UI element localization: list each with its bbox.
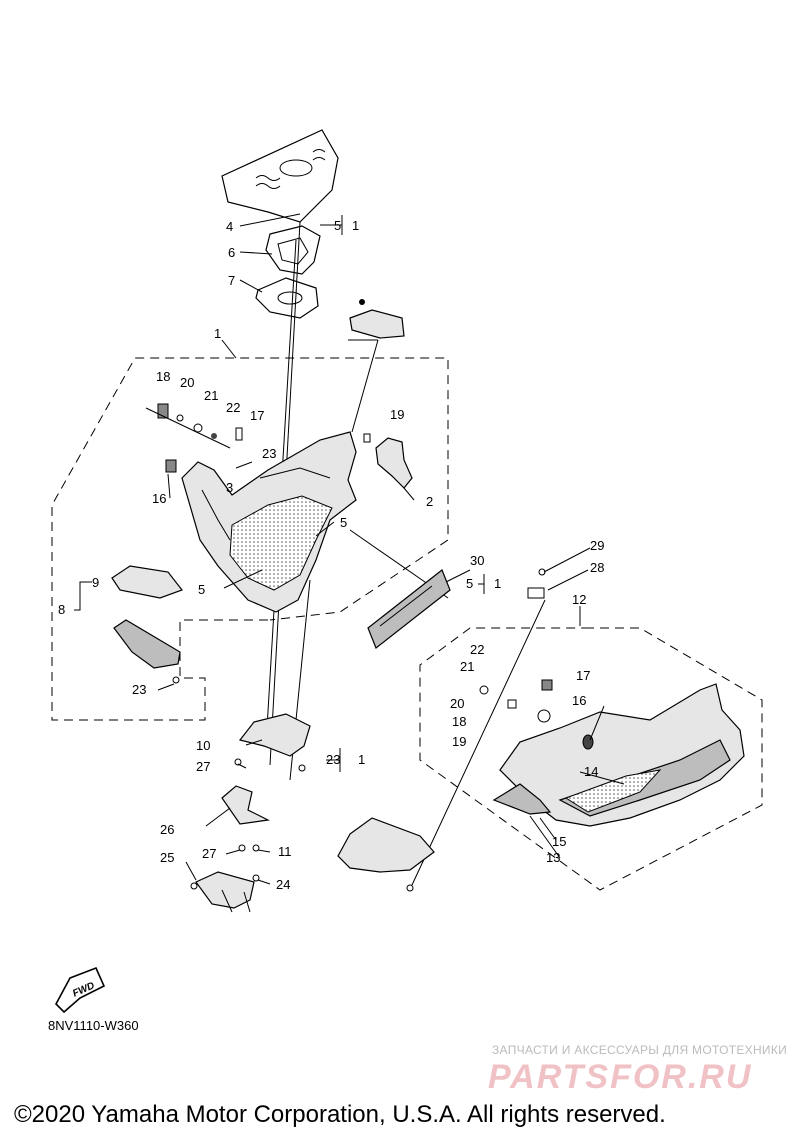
- callout-group-1: 1: [352, 218, 359, 233]
- watermark-brand: PARTSFOR.RU: [488, 1058, 753, 1096]
- callout-19: 19: [390, 407, 404, 422]
- assembly-12-boundary: [419, 627, 763, 891]
- callout-20: 20: [180, 375, 194, 390]
- callout-27-b: 27: [202, 846, 216, 861]
- callout-group-1-c: 1: [358, 752, 365, 767]
- callout-11: 11: [278, 844, 292, 859]
- part-30-panel: [367, 569, 451, 649]
- callout-20-b: 20: [450, 696, 464, 711]
- callout-29: 29: [590, 538, 604, 553]
- callout-group-1-b: 1: [494, 576, 501, 591]
- callout-3: 3: [226, 480, 233, 495]
- callout-21: 21: [204, 388, 218, 403]
- part-7-plate: [255, 277, 319, 319]
- assembly-1-boundary: [51, 357, 449, 721]
- diagram-code: 8NV1110-W360: [48, 1018, 139, 1033]
- callout-15: 15: [552, 834, 566, 849]
- callouts: 4 5 1 6 7 1 18 20 21 22 17 19 23 3 16 2 …: [58, 218, 604, 892]
- small-hardware-lower: [190, 758, 306, 890]
- callout-6: 6: [228, 245, 235, 260]
- fasteners-assembly-1: [145, 403, 371, 684]
- callout-17-b: 17: [576, 668, 590, 683]
- callout-1: 1: [214, 326, 221, 341]
- bracket-under-12: [337, 817, 435, 873]
- part-4-heat-shield: [221, 129, 339, 223]
- callout-27: 27: [196, 759, 210, 774]
- part-14-side-cover: [499, 683, 745, 827]
- callout-30: 30: [470, 553, 484, 568]
- callout-28: 28: [590, 560, 604, 575]
- callout-22: 22: [226, 400, 240, 415]
- callout-13: 13: [546, 850, 560, 865]
- fwd-arrow-icon: FWD: [55, 966, 106, 1014]
- callout-10: 10: [196, 738, 210, 753]
- callout-7: 7: [228, 273, 235, 288]
- callout-21-b: 21: [460, 659, 474, 674]
- callout-2: 2: [426, 494, 433, 509]
- upper-bracket: [349, 299, 405, 339]
- part-3-main-cover: [181, 431, 357, 613]
- part-9-pad: [111, 565, 183, 599]
- callout-23: 23: [262, 446, 276, 461]
- callout-5-c: 5: [198, 582, 205, 597]
- callout-8: 8: [58, 602, 65, 617]
- part-26-bracket: [221, 785, 270, 825]
- callout-5-d: 5: [466, 576, 473, 591]
- callout-16-b: 16: [572, 693, 586, 708]
- callout-18-b: 18: [452, 714, 466, 729]
- part-24-bracket: [195, 871, 255, 913]
- callout-26: 26: [160, 822, 174, 837]
- watermark-tagline: ЗАПЧАСТИ И АКСЕССУАРЫ ДЛЯ МОТОТЕХНИКИ: [492, 1043, 788, 1057]
- callout-12: 12: [572, 592, 586, 607]
- callout-25: 25: [160, 850, 174, 865]
- callout-5: 5: [334, 218, 341, 233]
- leader-lines: [74, 213, 625, 885]
- callout-18: 18: [156, 369, 170, 384]
- part-6-gasket: [265, 225, 321, 275]
- part-8-bracket: [113, 619, 181, 669]
- callout-14: 14: [584, 764, 598, 779]
- callout-4: 4: [226, 219, 233, 234]
- callout-17: 17: [250, 408, 264, 423]
- callout-23-b: 23: [132, 682, 146, 697]
- part-13-lower-trim: [492, 783, 552, 815]
- callout-23-c: 23: [326, 752, 340, 767]
- callout-5-b: 5: [340, 515, 347, 530]
- copyright-notice: ©2020 Yamaha Motor Corporation, U.S.A. A…: [14, 1101, 666, 1128]
- callout-9: 9: [92, 575, 99, 590]
- fasteners-assembly-12: [406, 568, 594, 892]
- part-10-guard: [238, 713, 311, 757]
- callout-22-b: 22: [470, 642, 484, 657]
- callout-19-b: 19: [452, 734, 466, 749]
- part-2-bracket: [375, 437, 413, 489]
- callout-16: 16: [152, 491, 166, 506]
- callout-24: 24: [276, 877, 290, 892]
